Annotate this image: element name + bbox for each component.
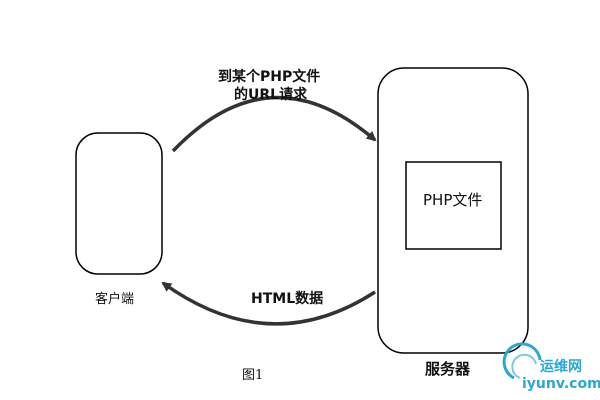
- request-label-line1: 到某个PHP文件: [218, 69, 321, 85]
- watermark-url: iyunv.com: [522, 376, 600, 392]
- watermark-logo-icon: [502, 342, 542, 380]
- client-label: 客户端: [95, 292, 135, 307]
- client-box: [75, 132, 163, 275]
- figure-caption: 图1: [242, 368, 264, 383]
- watermark-cn: 运维网: [540, 359, 582, 375]
- php-file-label: PHP文件: [423, 191, 483, 209]
- server-label: 服务器: [425, 360, 471, 378]
- response-arrow: [161, 281, 376, 326]
- response-label: HTML数据: [251, 291, 324, 307]
- php-file-box: [405, 161, 502, 250]
- request-label-line2: 的URL请求: [234, 87, 308, 103]
- request-arrow: [171, 96, 377, 153]
